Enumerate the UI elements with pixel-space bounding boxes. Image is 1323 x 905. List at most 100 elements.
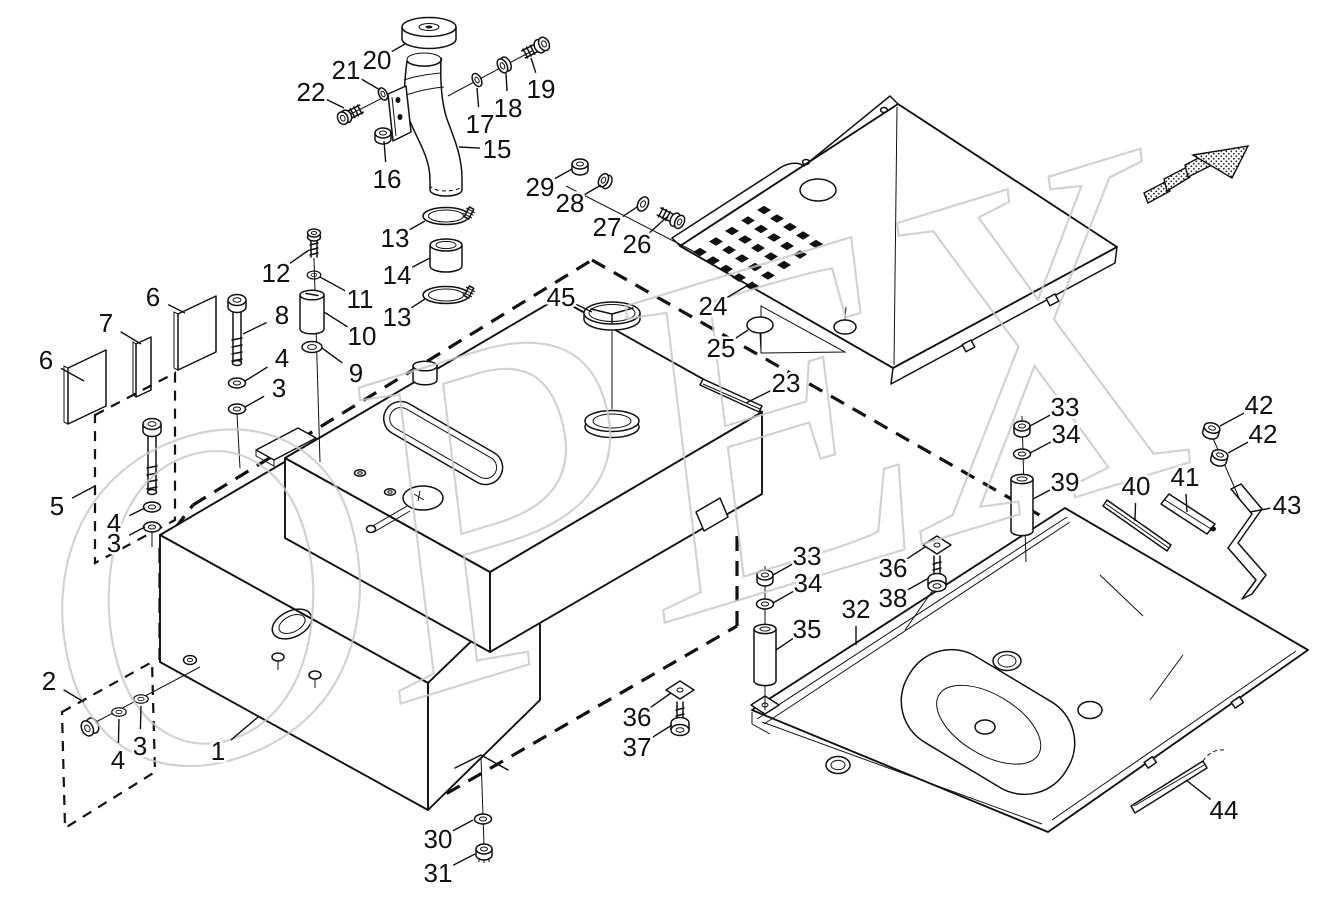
strip-40 [1102, 499, 1172, 552]
callout-26: 26 [620, 216, 668, 262]
callout-14: 14 [380, 257, 431, 293]
svg-text:37: 37 [623, 732, 652, 762]
svg-text:44: 44 [1210, 795, 1239, 825]
plug-bolt [80, 717, 100, 737]
callout-4: 4 [104, 506, 146, 541]
callout-36: 36 [620, 692, 672, 735]
bolt-12 [306, 228, 322, 258]
svg-text:10: 10 [348, 321, 377, 351]
strip-44 [1130, 749, 1225, 814]
svg-text:41: 41 [1171, 462, 1200, 492]
callout-1: 1 [208, 716, 259, 769]
svg-text:42: 42 [1249, 419, 1278, 449]
callout-29: 29 [523, 168, 573, 205]
callout-16: 16 [370, 140, 404, 197]
spacer-10 [299, 289, 325, 335]
fuel-tank [159, 297, 763, 811]
filler-cap [583, 301, 641, 331]
screw-26 [656, 207, 686, 230]
callout-25: 25 [704, 329, 749, 366]
tank-oval-port [271, 608, 313, 640]
callout-13: 13 [378, 220, 426, 256]
callout-24: 24 [696, 281, 754, 324]
callout-32: 32 [839, 592, 873, 645]
svg-text:27: 27 [593, 212, 622, 242]
callout-33: 33 [1029, 390, 1082, 427]
hose-stub [412, 360, 438, 386]
callout-3: 3 [104, 526, 146, 561]
callout-34: 34 [1029, 417, 1083, 454]
svg-text:17: 17 [466, 109, 495, 139]
bolt-19 [520, 36, 551, 59]
svg-text:40: 40 [1122, 471, 1151, 501]
svg-text:36: 36 [879, 553, 908, 583]
svg-text:43: 43 [1273, 490, 1302, 520]
callout-4: 4 [108, 718, 128, 778]
strip-23 [699, 378, 763, 413]
callout-44: 44 [1185, 779, 1241, 828]
callout-4: 4 [244, 341, 292, 382]
svg-text:7: 7 [99, 308, 113, 338]
callout-45: 45 [544, 280, 593, 315]
bolt-37 [670, 701, 690, 737]
svg-text:45: 45 [547, 282, 576, 312]
svg-text:1: 1 [211, 736, 225, 766]
callout-3: 3 [130, 705, 150, 764]
callout-11: 11 [319, 276, 376, 317]
callout-17: 17 [463, 87, 497, 142]
callout-21: 21 [329, 53, 381, 91]
callout-27: 27 [590, 206, 638, 245]
svg-text:6: 6 [146, 282, 160, 312]
bolt-22 [336, 104, 365, 126]
svg-text:33: 33 [1051, 392, 1080, 422]
svg-text:6: 6 [39, 345, 53, 375]
svg-text:18: 18 [494, 93, 523, 123]
clip-43 [1227, 483, 1267, 600]
callout-23: 23 [745, 366, 803, 404]
callout-42: 42 [1227, 417, 1280, 454]
svg-text:12: 12 [262, 258, 291, 288]
filler-ring [584, 409, 640, 439]
svg-text:4: 4 [107, 508, 121, 538]
callout-15: 15 [458, 132, 514, 167]
svg-text:28: 28 [556, 188, 585, 218]
callout-12: 12 [259, 249, 310, 291]
floor-oval-recess [900, 648, 1076, 796]
callout-40: 40 [1119, 469, 1153, 522]
callout-22: 22 [294, 75, 345, 110]
svg-text:20: 20 [363, 45, 392, 75]
bolt-8 [227, 293, 247, 367]
callout-7: 7 [96, 306, 142, 345]
svg-text:13: 13 [383, 302, 412, 332]
callout-30: 30 [421, 819, 474, 857]
svg-text:24: 24 [699, 291, 728, 321]
callout-3: 3 [244, 371, 289, 408]
svg-text:23: 23 [772, 368, 801, 398]
svg-text:32: 32 [842, 594, 871, 624]
bolt-38 [927, 555, 947, 593]
bracket-panel-outline [93, 371, 177, 565]
callout-19: 19 [524, 57, 558, 107]
sender-plate [365, 485, 444, 534]
mount-hardware-left [63, 228, 325, 565]
svg-text:39: 39 [1051, 467, 1080, 497]
callout-31: 31 [421, 853, 476, 891]
svg-text:29: 29 [526, 172, 555, 202]
callout-37: 37 [620, 724, 673, 765]
svg-text:33: 33 [793, 541, 822, 571]
callout-39: 39 [1032, 465, 1082, 500]
svg-text:3: 3 [133, 731, 147, 761]
callout-43: 43 [1249, 488, 1304, 523]
svg-text:26: 26 [623, 229, 652, 259]
filler-neck-assembly [336, 16, 551, 305]
drain-plug [475, 843, 493, 863]
cover-panel [565, 95, 1118, 413]
callout-5: 5 [47, 485, 96, 524]
svg-text:34: 34 [1052, 419, 1081, 449]
strip-41 [1160, 493, 1216, 535]
filler-neck [387, 52, 463, 197]
svg-text:35: 35 [793, 614, 822, 644]
